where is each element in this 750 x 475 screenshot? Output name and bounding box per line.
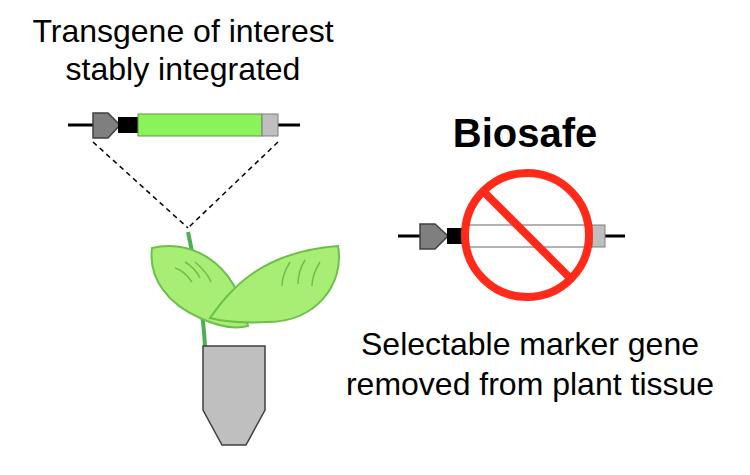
dashed-leader [93, 142, 188, 228]
prohibition-slash [483, 191, 571, 279]
promoter-arrow [93, 113, 120, 138]
transgene-bar [138, 114, 262, 136]
prohibition-circle [465, 173, 589, 297]
construct-caption: Transgene of interest stably integrated [13, 12, 353, 88]
heading-label: Biosafe [425, 108, 625, 158]
promoter-arrow [420, 224, 448, 249]
removal-caption: Selectable marker gene removed from plan… [345, 324, 715, 404]
black-element [118, 117, 138, 133]
leaf-vein [282, 260, 320, 286]
terminator-box [592, 225, 605, 247]
leaf-vein [175, 262, 211, 282]
dashed-leader [188, 142, 278, 228]
terminator-box [262, 114, 278, 136]
plant-pot [203, 346, 265, 445]
plant-leaf [210, 246, 339, 322]
